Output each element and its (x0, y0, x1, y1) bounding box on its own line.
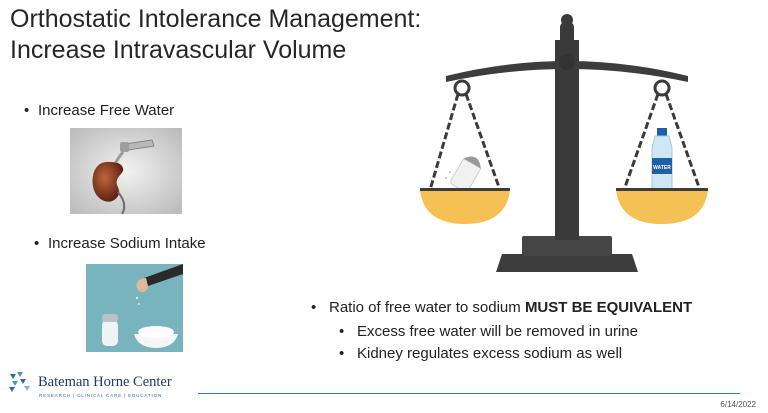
ratio-sub-text: Kidney regulates excess sodium as well (357, 345, 623, 362)
slide-title: Orthostatic Intolerance Management: Incr… (10, 4, 421, 66)
bateman-horne-logo: Bateman Horne Center RESEARCH | CLINICAL… (8, 368, 188, 408)
footer-divider (198, 393, 740, 394)
bullet-sodium-intake: • Increase Sodium Intake (34, 235, 206, 252)
salt-bowl-photo (86, 264, 183, 352)
water-bottle-icon: WATER (651, 128, 673, 191)
scale-base (496, 254, 638, 272)
bullet-marker: • (24, 102, 30, 119)
bullet-text: Increase Free Water (38, 102, 175, 119)
bullet-marker: • (34, 235, 40, 252)
salt-shaker-icon (450, 156, 481, 192)
ratio-main-text: Ratio of free water to sodium (329, 299, 525, 316)
balance-scale-illustration: WATER (420, 14, 708, 272)
bullet-free-water: • Increase Free Water (24, 102, 174, 119)
logo-tagline: RESEARCH | CLINICAL CARE | EDUCATION (39, 393, 163, 398)
water-bottle-label: WATER (653, 165, 671, 171)
right-scale-pan (616, 190, 708, 224)
scale-pedestal (522, 236, 612, 256)
ratio-sub-bullet-2: •Kidney regulates excess sodium as well (339, 345, 623, 362)
scale-beam (446, 61, 688, 82)
left-scale-pan (420, 190, 510, 224)
kidney-faucet-illustration (70, 128, 182, 214)
ratio-sub-text: Excess free water will be removed in uri… (357, 323, 638, 340)
ratio-sub-bullet-1: •Excess free water will be removed in ur… (339, 323, 638, 340)
salt-illustration (86, 264, 183, 352)
title-line-1: Orthostatic Intolerance Management: (10, 5, 422, 33)
slide-date: 6/14/2022 (720, 400, 756, 409)
balance-scale: WATER (410, 10, 724, 290)
logo-name: Bateman Horne Center (38, 374, 172, 390)
title-line-2: Increase Intravascular Volume (10, 36, 347, 64)
kidney-faucet-photo (70, 128, 182, 214)
ratio-emphasis: MUST BE EQUIVALENT (524, 299, 693, 316)
scale-post (555, 40, 579, 240)
bullet-text: Increase Sodium Intake (48, 235, 206, 252)
ratio-main-bullet: •Ratio of free water to sodium MUST BE E… (311, 299, 693, 316)
logo-mark-icon (9, 372, 30, 392)
